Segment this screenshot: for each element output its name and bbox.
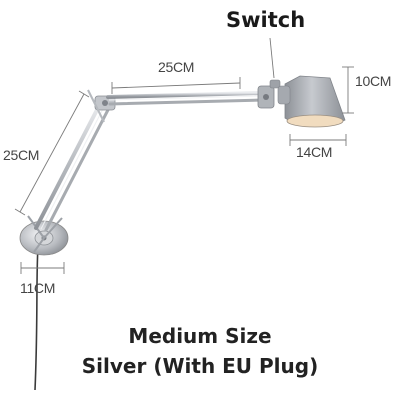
lamp-shade	[277, 75, 346, 128]
shade-height-dimension: 10CM	[355, 73, 392, 89]
lower-arm	[34, 102, 112, 232]
power-cord	[34, 245, 39, 391]
upper-arm-dimension: 25CM	[158, 59, 195, 75]
switch-label: Switch	[226, 8, 306, 32]
size-caption: Medium Size	[128, 324, 272, 348]
base-diameter-dimension: 11CM	[20, 280, 56, 296]
switch-knob[interactable]	[257, 79, 281, 109]
variant-caption: Silver (With EU Plug)	[81, 354, 319, 378]
dimension-lines	[14, 37, 354, 274]
lower-arm-dimension: 25CM	[3, 147, 40, 163]
upper-arm	[106, 91, 266, 106]
shade-width-dimension: 14CM	[296, 144, 333, 160]
